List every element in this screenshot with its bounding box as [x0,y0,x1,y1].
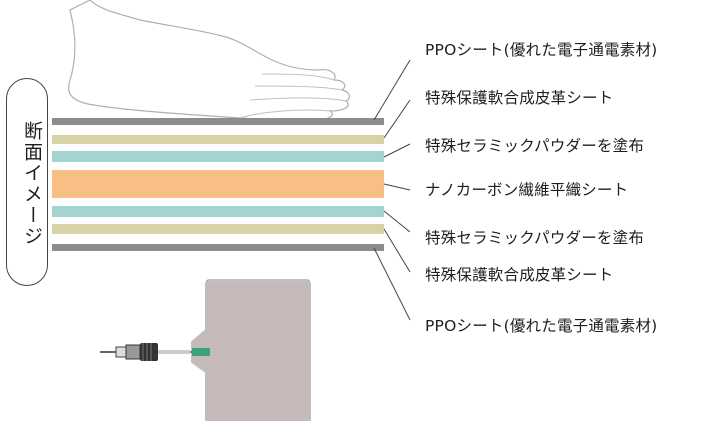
layer-band-ppo-top [52,118,384,125]
layer-label-ppo-top: PPOシート(優れた電子通電素材) [425,41,658,59]
layer-label-leather-bottom: 特殊保護軟合成皮革シート [425,266,614,284]
layer-band-ceramic-bottom [52,206,384,217]
layer-stack [52,118,384,251]
leader-line-leather-top [383,99,411,139]
hand-illustration [67,0,351,121]
connector-cable-illustration [100,343,192,361]
leader-line-ceramic-top [383,143,411,158]
device-pad-illustration [191,279,311,421]
layer-band-ppo-bottom [52,244,384,251]
leader-line-leather-bottom [383,228,411,273]
layer-label-carbon: ナノカーボン繊維平織シート [425,181,629,199]
side-label-text: 断面イメージ [21,120,43,247]
layer-label-ppo-bottom: PPOシート(優れた電子通電素材) [425,317,658,335]
layer-band-leather-bottom [52,224,384,234]
layer-band-leather-top [52,135,384,144]
leader-line-ceramic-bottom [383,210,411,233]
leader-line-ppo-bottom [373,247,411,321]
leader-line-carbon [383,183,411,191]
layer-label-ceramic-top: 特殊セラミックパウダーを塗布 [425,137,645,155]
layer-label-leather-top: 特殊保護軟合成皮革シート [425,89,614,107]
layer-label-ceramic-bottom: 特殊セラミックパウダーを塗布 [425,229,645,247]
layer-band-ceramic-top [52,151,384,162]
leader-lines [373,59,411,321]
layer-band-carbon [52,170,384,198]
cross-section-side-label: 断面イメージ [6,78,48,286]
leader-line-ppo-top [373,59,411,121]
